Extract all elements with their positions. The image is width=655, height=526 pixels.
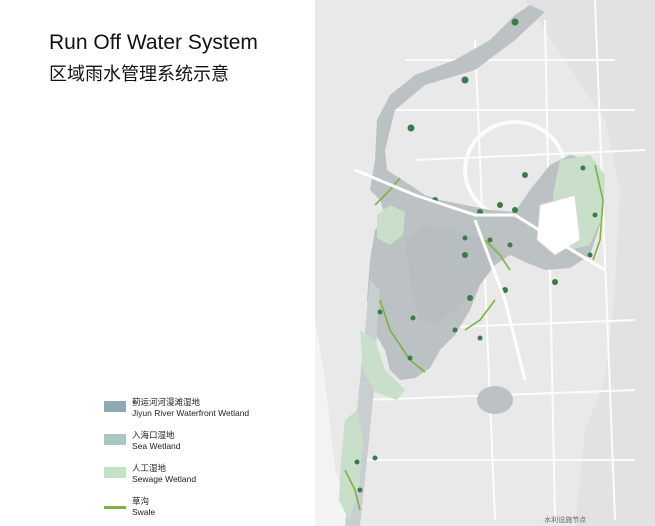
swale-lines [344, 164, 604, 511]
legend-item-jiyun: 蓟运河河漫滩湿地 Jiyun River Waterfront Wetland [104, 397, 364, 425]
legend-item-sea: 入海口湿地 Sea Wetland [104, 430, 364, 458]
legend-sewage-en: Sewage Wetland [132, 473, 197, 484]
map-caption: · 水利设施节点 [540, 517, 587, 524]
legend-item-swale: 草沟 Swale [104, 496, 364, 524]
legend-jiyun-cn: 蓟运河河漫滩湿地 [132, 397, 201, 407]
main-roads [354, 168, 606, 381]
legend-swatch-sea [104, 434, 126, 445]
legend-swatch-jiyun [104, 401, 126, 412]
legend-sea-cn: 入海口湿地 [132, 430, 175, 440]
south-pond [477, 386, 513, 414]
facility-nodes [354, 18, 598, 493]
map-canvas [315, 0, 655, 526]
legend-swale-en: Swale [132, 506, 156, 517]
inner-lagoon [405, 225, 500, 325]
legend-item-sewage: 人工湿地 Sewage Wetland [104, 463, 364, 491]
runoff-map [315, 0, 655, 526]
legend-sewage-cn: 人工湿地 [132, 463, 167, 473]
title-english: Run Off Water System [49, 31, 258, 54]
legend-swatch-swale [104, 506, 126, 509]
legend-sea-en: Sea Wetland [132, 440, 181, 451]
legend-swale-cn: 草沟 [132, 496, 150, 506]
legend-jiyun-en: Jiyun River Waterfront Wetland [132, 407, 250, 418]
urban-block-east [525, 0, 655, 526]
legend-swatch-sewage [104, 467, 126, 478]
title-chinese: 区域雨水管理系统示意 [49, 64, 229, 85]
